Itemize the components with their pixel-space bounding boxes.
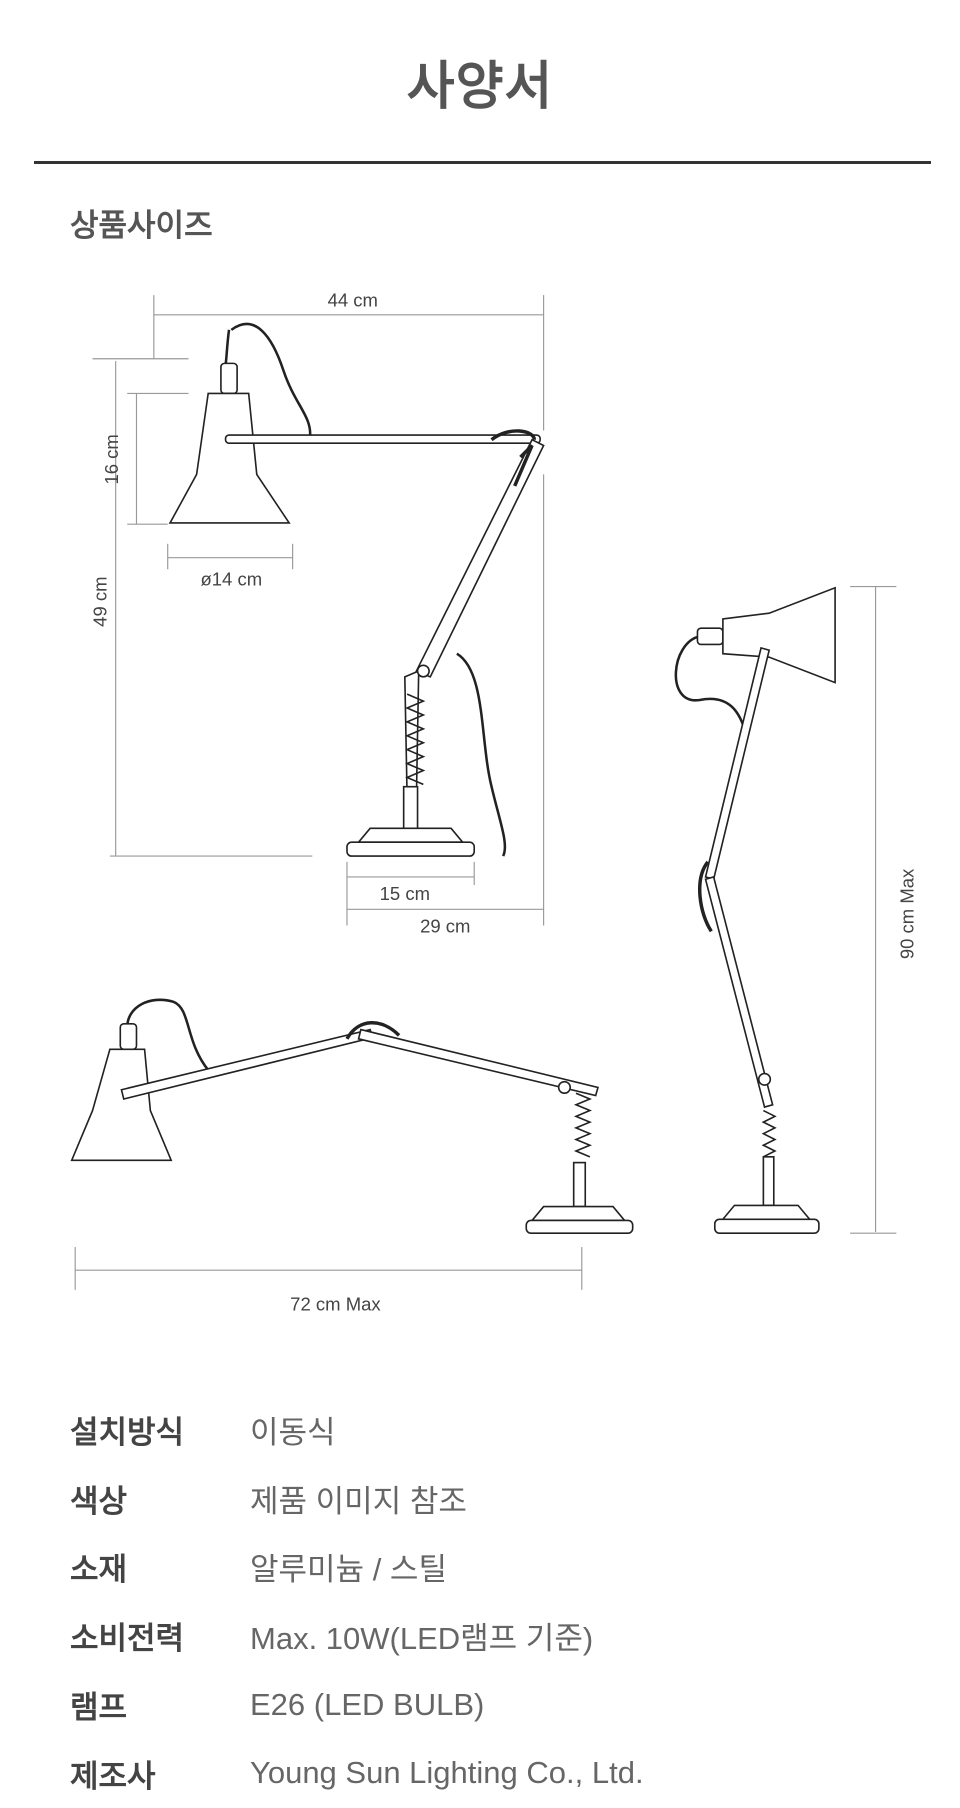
lamp-extended bbox=[70, 998, 634, 1234]
spec-row-install: 설치방식 이동식 bbox=[70, 1395, 644, 1464]
spec-value: 이동식 bbox=[250, 1414, 336, 1450]
spec-label: 제조사 bbox=[70, 1758, 156, 1794]
dim-max-reach-label: 72 cm Max bbox=[290, 1294, 381, 1315]
dim-shade-diameter-label: ø14 cm bbox=[200, 568, 262, 589]
lamp-upright bbox=[168, 322, 545, 857]
spec-row-power: 소비전력 Max. 10W(LED램프 기준) bbox=[70, 1601, 644, 1670]
dim-depth-label: 29 cm bbox=[420, 915, 470, 936]
page-title: 사양서 bbox=[406, 58, 554, 116]
section-title-product-size: 상품사이즈 bbox=[70, 208, 213, 243]
spec-value: Young Sun Lighting Co., Ltd. bbox=[250, 1755, 644, 1791]
dim-height-label: 49 cm bbox=[89, 576, 110, 626]
spec-label: 설치방식 bbox=[70, 1414, 185, 1450]
spec-label: 램프 bbox=[70, 1690, 128, 1726]
spec-row-manufacturer: 제조사 Young Sun Lighting Co., Ltd. bbox=[70, 1739, 644, 1808]
spec-value: 알루미늄 / 스틸 bbox=[250, 1552, 447, 1588]
dim-width-label: 44 cm bbox=[328, 290, 378, 311]
spec-row-color: 색상 제품 이미지 참조 bbox=[70, 1464, 644, 1533]
spec-row-material: 소재 알루미늄 / 스틸 bbox=[70, 1533, 644, 1602]
spec-value: Max. 10W(LED램프 기준) bbox=[250, 1621, 594, 1657]
spec-row-lamp: 램프 E26 (LED BULB) bbox=[70, 1670, 644, 1739]
spec-label: 색상 bbox=[70, 1483, 128, 1519]
dim-shade-height-label: 16 cm bbox=[101, 434, 122, 484]
spec-label: 소비전력 bbox=[70, 1621, 185, 1657]
spec-value: 제품 이미지 참조 bbox=[250, 1483, 467, 1519]
dim-max-height-label: 90 cm Max bbox=[897, 868, 918, 959]
dim-base-label: 15 cm bbox=[380, 883, 430, 904]
spec-label: 소재 bbox=[70, 1552, 128, 1588]
title-divider bbox=[34, 161, 931, 164]
dimension-lines bbox=[74, 295, 897, 1290]
lamp-tall bbox=[674, 586, 836, 1234]
spec-value: E26 (LED BULB) bbox=[250, 1686, 485, 1722]
spec-table: 설치방식 이동식 색상 제품 이미지 참조 소재 알루미늄 / 스틸 소비전력 Max.… bbox=[70, 1395, 644, 1808]
